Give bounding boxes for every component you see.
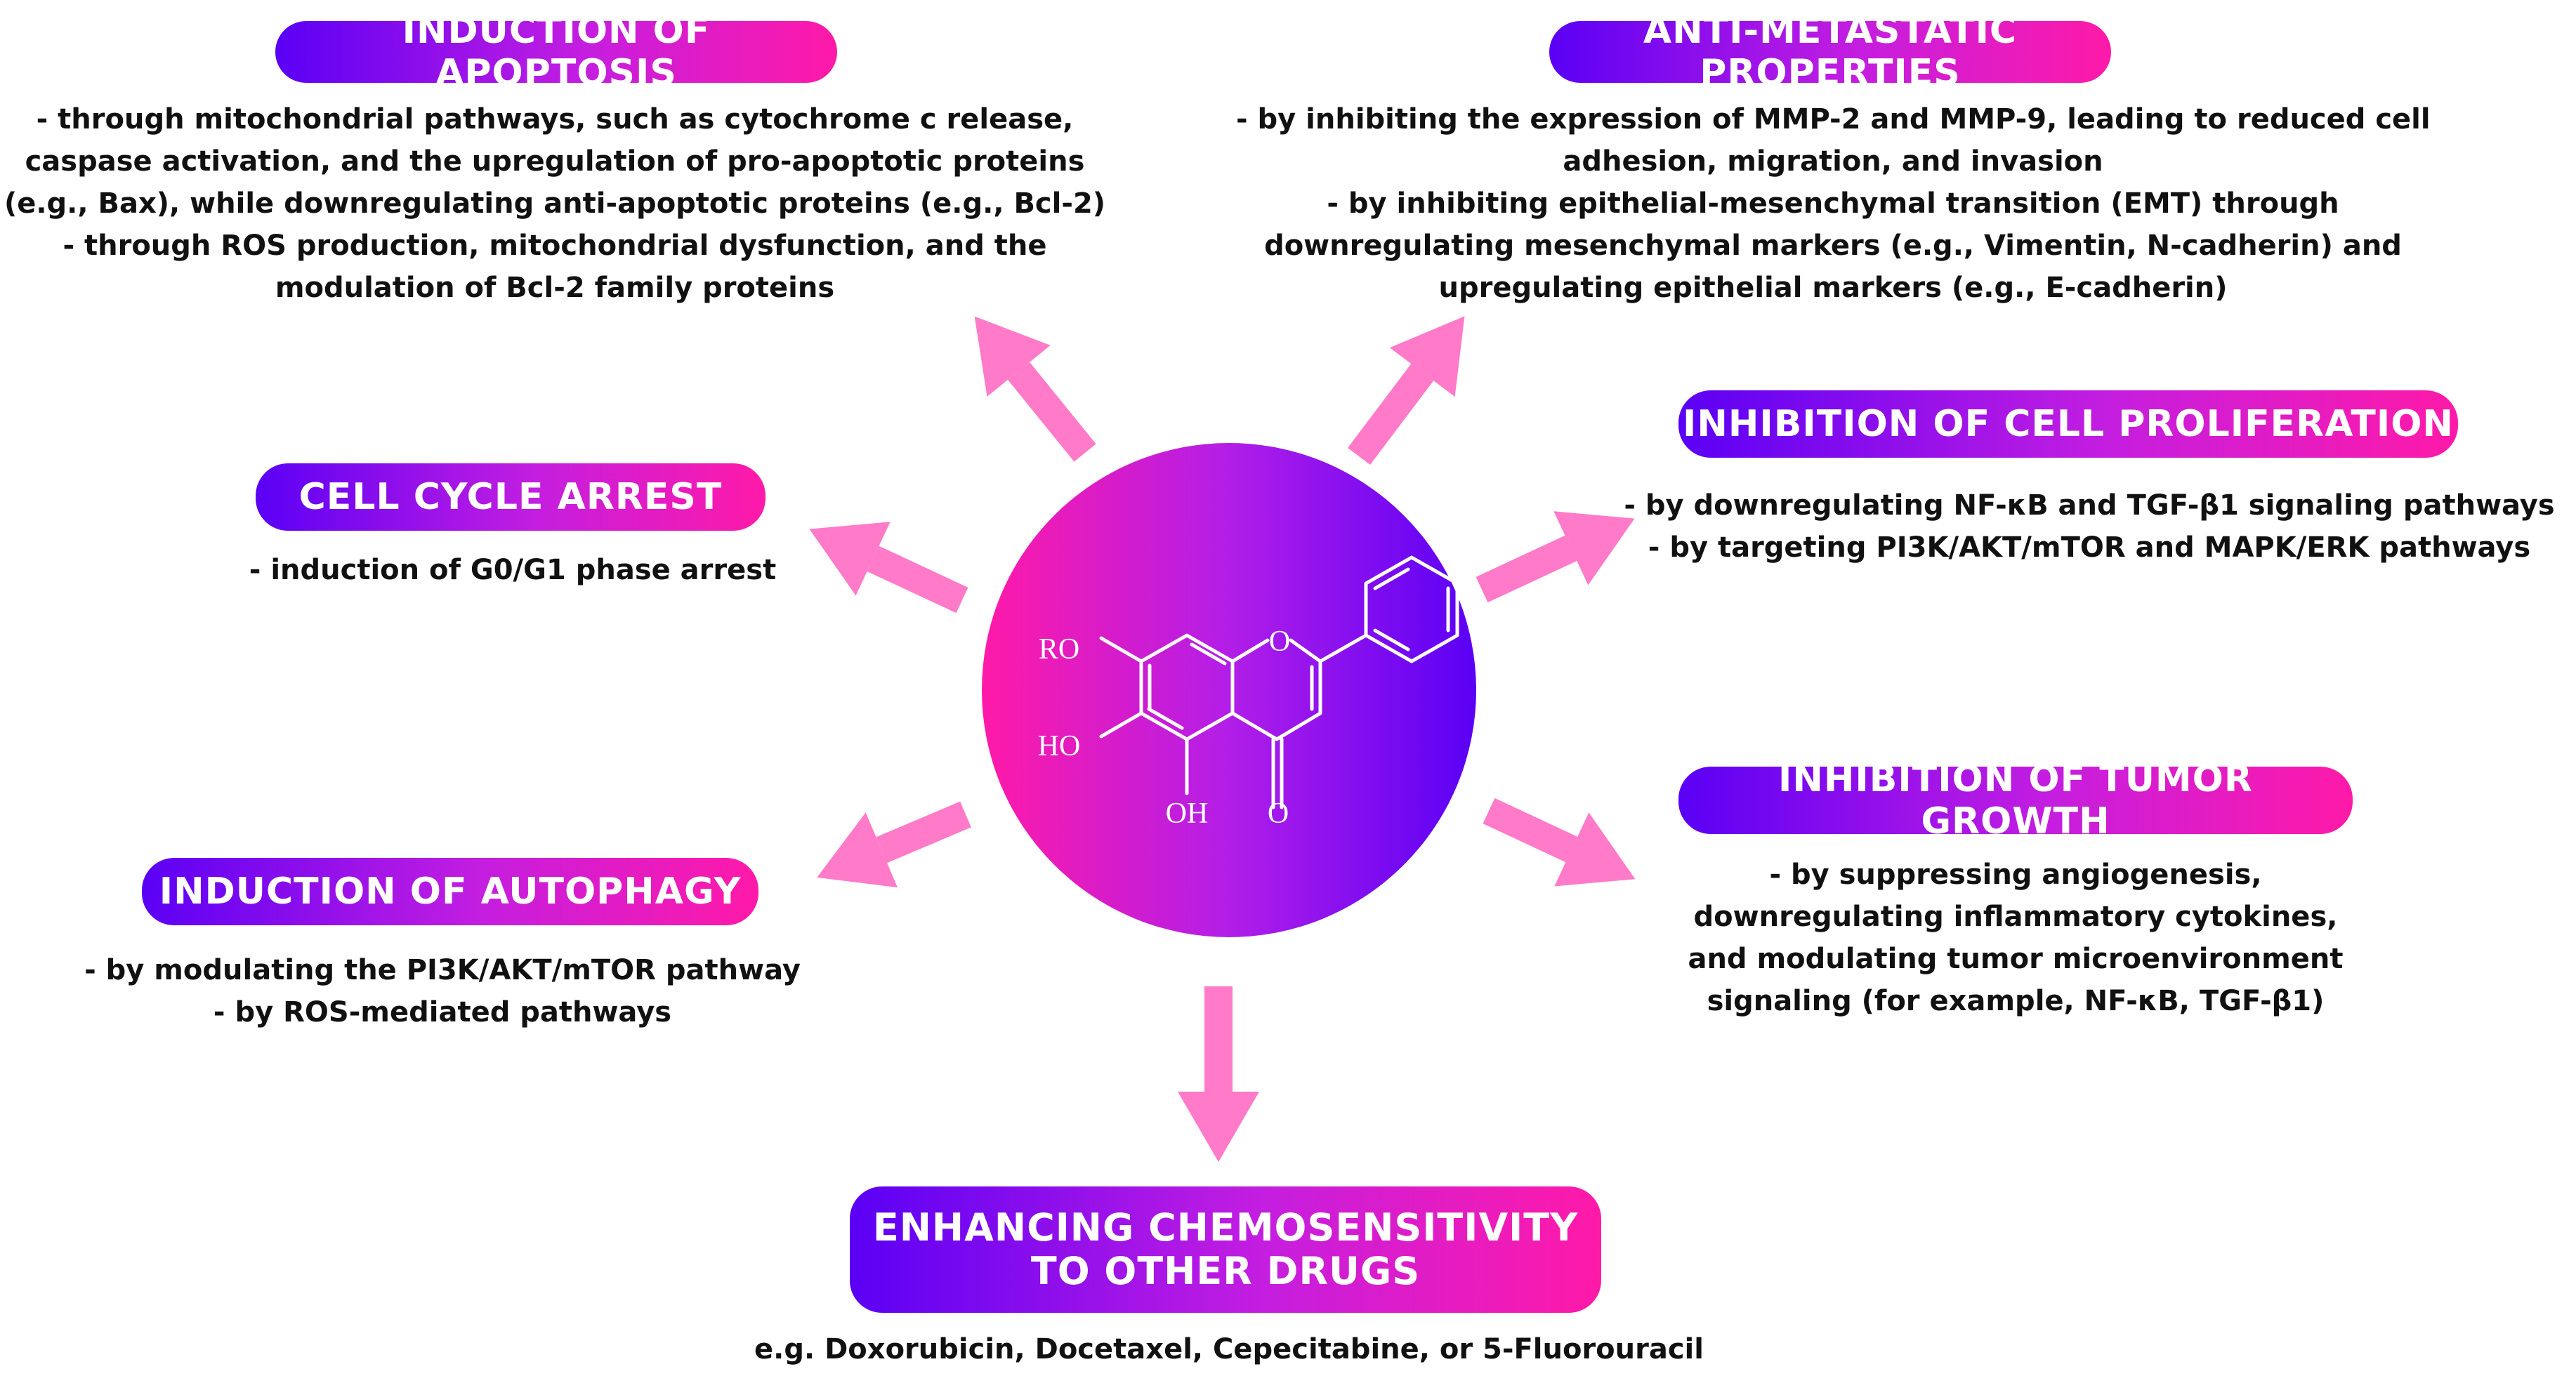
proliferation-title-pill: INHIBITION OF CELL PROLIFERATION	[1678, 390, 2458, 458]
arrow-to-apoptosis	[974, 316, 1096, 462]
arrow-to-autophagy	[817, 801, 971, 888]
tumor-description: - by suppressing angiogenesis, downregul…	[1636, 854, 2395, 1022]
chemo-title-line: ENHANCING CHEMOSENSITIVITY	[872, 1205, 1579, 1250]
chemo-line: e.g. Doxorubicin, Docetaxel, Cepecitabin…	[754, 1333, 1704, 1365]
tumor-title-pill: INHIBITION OF TUMOR GROWTH	[1678, 758, 2353, 842]
autophagy-line: - by ROS-mediated pathways	[213, 996, 672, 1028]
molecule-labels: RO HO OH O O	[1038, 626, 1291, 830]
chemo-description: e.g. Doxorubicin, Docetaxel, Cepecitabin…	[632, 1328, 1826, 1370]
label-carbonyl-o: O	[1268, 798, 1289, 830]
flavone-structure	[1099, 555, 1459, 809]
apoptosis-title-pill: INDUCTION OF APOPTOSIS	[275, 10, 837, 94]
proliferation-description: - by downregulating NF-κB and TGF-β1 sig…	[1608, 484, 2570, 569]
proliferation-line: - by downregulating NF-κB and TGF-β1 sig…	[1624, 489, 2555, 522]
cell-cycle-title: CELL CYCLE ARREST	[298, 476, 723, 518]
apoptosis-line: caspase activation, and the upregulation…	[25, 145, 1085, 178]
autophagy-description: - by modulating the PI3K/AKT/mTOR pathwa…	[49, 949, 836, 1033]
apoptosis-title: INDUCTION OF APOPTOSIS	[402, 10, 711, 94]
autophagy-title: INDUCTION OF AUTOPHAGY	[159, 871, 742, 913]
chemo-title-line: TO OTHER DRUGS	[1030, 1249, 1421, 1293]
metastatic-line: upregulating epithelial markers (e.g., E…	[1438, 272, 2228, 304]
autophagy-title-pill: INDUCTION OF AUTOPHAGY	[142, 858, 758, 925]
arrow-to-tumor	[1483, 798, 1636, 887]
tumor-line: - by suppressing angiogenesis,	[1769, 859, 2262, 891]
tumor-line: downregulating inflammatory cytokines,	[1693, 901, 2338, 933]
label-oh: OH	[1166, 798, 1209, 830]
tumor-title: INHIBITION OF TUMOR GROWTH	[1778, 758, 2253, 842]
label-ring-o: O	[1269, 626, 1290, 658]
metastatic-title-pill: ANTI-METASTATIC PROPERTIES	[1549, 10, 2111, 94]
arrow-to-proliferation	[1476, 511, 1635, 603]
apoptosis-line: - through ROS production, mitochondrial …	[63, 230, 1047, 262]
proliferation-line: - by targeting PI3K/AKT/mTOR and MAPK/ER…	[1648, 531, 2531, 564]
apoptosis-line: (e.g., Bax), while downregulating anti-a…	[4, 187, 1106, 220]
metastatic-description: - by inhibiting the expression of MMP-2 …	[1236, 98, 2431, 309]
metastatic-line: downregulating mesenchymal markers (e.g.…	[1264, 230, 2402, 262]
metastatic-line: - by inhibiting the expression of MMP-2 …	[1236, 103, 2431, 135]
apoptosis-line: - through mitochondrial pathways, such a…	[36, 103, 1074, 135]
cell-cycle-line: - induction of G0/G1 phase arrest	[249, 554, 777, 586]
cell-cycle-description: - induction of G0/G1 phase arrest	[176, 549, 850, 591]
chemo-title-pill: ENHANCING CHEMOSENSITIVITY TO OTHER DRUG…	[850, 1186, 1601, 1313]
metastatic-title: ANTI-METASTATIC PROPERTIES	[1643, 10, 2018, 94]
proliferation-title: INHIBITION OF CELL PROLIFERATION	[1683, 403, 2454, 445]
arrows	[809, 316, 1636, 1162]
apoptosis-description: - through mitochondrial pathways, such a…	[0, 98, 1110, 309]
arrow-to-metastatic	[1348, 316, 1465, 465]
tumor-line: signaling (for example, NF-κB, TGF-β1)	[1707, 985, 2325, 1017]
center-circle	[982, 443, 1476, 937]
cell-cycle-title-pill: CELL CYCLE ARREST	[256, 463, 765, 531]
arrow-to-chemo	[1178, 986, 1259, 1162]
label-ro: RO	[1039, 633, 1079, 666]
label-ho: HO	[1038, 730, 1081, 762]
tumor-line: and modulating tumor microenvironment	[1688, 943, 2344, 975]
apoptosis-line: modulation of Bcl-2 family proteins	[275, 272, 835, 304]
autophagy-line: - by modulating the PI3K/AKT/mTOR pathwa…	[84, 954, 801, 986]
arrow-to-cell-cycle	[809, 522, 968, 614]
metastatic-line: - by inhibiting epithelial-mesenchymal t…	[1327, 187, 2339, 220]
metastatic-line: adhesion, migration, and invasion	[1563, 145, 2103, 178]
